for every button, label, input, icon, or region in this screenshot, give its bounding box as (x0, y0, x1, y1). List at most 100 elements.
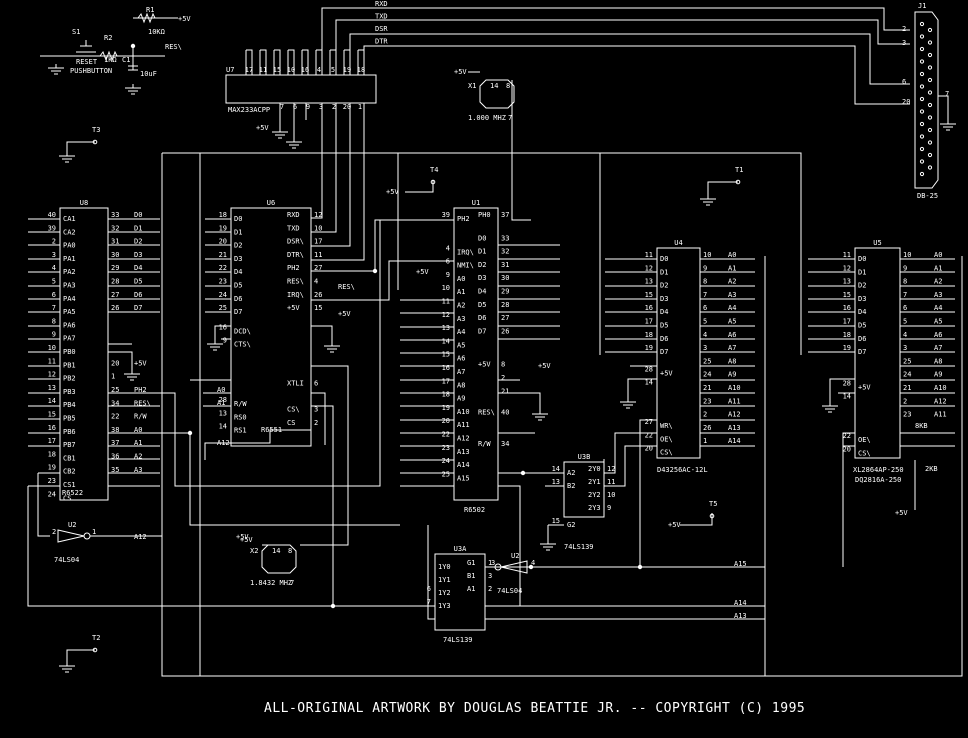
pin-net-label: D7 (134, 304, 142, 312)
pin-number: 10 (314, 224, 322, 232)
pin-number: 7 (280, 103, 284, 111)
connector-pin: 3 (902, 39, 906, 47)
pin-net-label: A13 (728, 424, 741, 432)
pin-number: 12 (314, 211, 322, 219)
pin-number: 11 (259, 66, 267, 74)
pin-number: 38 (111, 426, 119, 434)
pin-number: 8 (703, 278, 707, 286)
pin-net-label: A1 (134, 439, 142, 447)
chip-part-u5: XL2864AP-250 (853, 466, 904, 474)
inverter-part: 74LS04 (497, 587, 522, 595)
pin-number: 20 (219, 238, 227, 246)
pin-number: 2 (501, 374, 505, 382)
pin-net-label: IRQ\ (287, 291, 304, 299)
pin-label: A15 (457, 474, 470, 482)
net-label: A12 (134, 533, 147, 541)
pin-net-label: A0 (134, 426, 142, 434)
pin-label: D7 (660, 348, 668, 356)
pin-label: 1Y0 (438, 563, 451, 571)
chip-ref-u8: U8 (80, 199, 88, 207)
pin-number: 21 (219, 251, 227, 259)
chip-part-u7: MAX233ACPP (228, 106, 270, 114)
pin-number: 15 (645, 291, 653, 299)
ground-icon (532, 410, 548, 421)
pin-label: PB3 (63, 388, 76, 396)
pin-label: D3 (660, 295, 668, 303)
pin-number: 6 (903, 304, 907, 312)
pin-net-label: D2 (134, 238, 142, 246)
pin-number: 2 (52, 238, 56, 246)
pin-label: D4 (858, 308, 866, 316)
pin-label: D5 (234, 282, 242, 290)
pin-label: PH2 (457, 215, 470, 223)
pin-label: WR\ (660, 422, 673, 430)
pin-number: 20 (442, 417, 450, 425)
pin-net-label: A11 (728, 397, 741, 405)
connector-type: DB-25 (917, 192, 938, 200)
pin-net-label: +5V (478, 361, 491, 369)
connector-pin: 7 (945, 90, 949, 98)
pin-net-label: A12 (934, 397, 947, 405)
net-label: A14 (734, 599, 747, 607)
pin-net-label: DTR\ (287, 251, 304, 259)
pin-number: 8 (903, 278, 907, 286)
pin-number: 20 (111, 359, 119, 367)
pin-label: A0 (457, 275, 465, 283)
test-point-icon (709, 513, 715, 519)
pin-number: 37 (501, 211, 509, 219)
pin-net-label: PH2 (134, 386, 147, 394)
ground-icon (700, 195, 716, 206)
ground-icon (822, 402, 838, 413)
crystal-x2 (261, 544, 297, 574)
pin-number: 10 (48, 344, 56, 352)
pin-label: 1Y3 (438, 602, 451, 610)
pin-number: 12 (607, 465, 615, 473)
pin-net-label: A11 (934, 411, 947, 419)
pin-label: NMI\ (457, 262, 474, 270)
serial-signal-label: DSR (375, 25, 388, 33)
pin-label: CS\ (858, 449, 871, 457)
pin-label: PA3 (63, 282, 76, 290)
pin-net-label: PH2 (287, 264, 300, 272)
pin-net-label: A3 (728, 291, 736, 299)
pin-net-label: A1 (728, 264, 736, 272)
vcc-label: +5V (538, 362, 551, 370)
pin-number: 10 (287, 66, 295, 74)
pin-number: 13 (48, 384, 56, 392)
pin-label: PB2 (63, 375, 76, 383)
chip-u5 (854, 247, 901, 459)
pin-net-label: D4 (478, 288, 486, 296)
pin-number: 31 (111, 238, 119, 246)
pin-label: PB4 (63, 401, 76, 409)
pin-number: 5 (903, 318, 907, 326)
pin-number: 1 (703, 437, 707, 445)
pin-number: 11 (442, 298, 450, 306)
pin-number: 4 (903, 331, 907, 339)
pin-number: 31 (501, 261, 509, 269)
pin-number: 13 (442, 324, 450, 332)
pin-label: D6 (660, 335, 668, 343)
ground-icon (59, 152, 75, 163)
pin-label: A2 (567, 469, 575, 477)
pin-number: 24 (903, 371, 911, 379)
pin-number: 29 (501, 288, 509, 296)
pin-net-label: R/W (134, 413, 147, 421)
pin-number: 18 (357, 66, 365, 74)
pin-number: 15 (442, 351, 450, 359)
chip-ref-u5: U5 (873, 239, 881, 247)
pin-label: A1 (457, 288, 465, 296)
pin-number: 19 (645, 344, 653, 352)
pin-number: 19 (442, 404, 450, 412)
pin-number: 18 (442, 391, 450, 399)
pin-label: PA4 (63, 295, 76, 303)
pin-label: D7 (234, 308, 242, 316)
pin-number: 7 (52, 304, 56, 312)
jumper-label: 2KB (925, 465, 938, 473)
pin-number: 15 (48, 411, 56, 419)
pin-net-label: D0 (134, 211, 142, 219)
pin-number: 2 (52, 528, 56, 536)
pin-number: 14 (552, 465, 560, 473)
test-point-label: T4 (430, 166, 438, 174)
pin-net-label: D5 (478, 301, 486, 309)
